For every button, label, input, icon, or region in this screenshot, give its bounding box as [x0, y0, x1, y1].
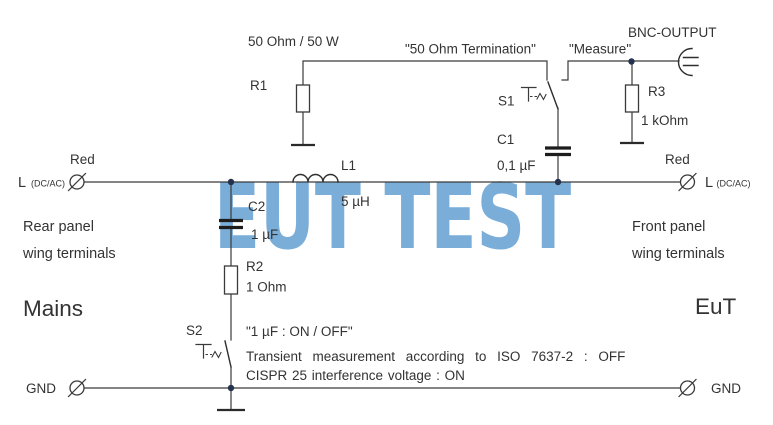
s1-ref-label: S1: [498, 94, 515, 109]
s2-switch-blade: [224, 340, 232, 368]
bnc-output-label: BNC-OUTPUT: [628, 25, 717, 40]
r3-resistor-body: [624, 84, 640, 113]
line-terminal-label-left: L (DC/AC): [18, 174, 65, 191]
front-panel-line2: wing terminals: [631, 246, 725, 262]
s2-actuator-wave: [211, 350, 222, 359]
wire-measure-bus: [561, 60, 680, 81]
terminal-slash: [678, 172, 697, 192]
junction-dot-r3: [628, 58, 635, 65]
c2-ref-label: C2: [248, 199, 265, 214]
s2-actuator-icon: [195, 343, 212, 359]
terminal-line-right-icon: [678, 172, 697, 192]
l1-inductor-body: [292, 173, 339, 183]
c1-value-label: 0,1 µF: [497, 158, 536, 173]
bnc-pins: [682, 56, 699, 67]
transient-note-label: Transient measurement according to ISO 7…: [246, 349, 625, 364]
mains-label: Mains: [23, 296, 83, 321]
rear-panel-line2: wing terminals: [22, 246, 116, 262]
line-terminal-label-right: L (DC/AC): [705, 174, 751, 191]
l1-value-label: 5 µH: [341, 194, 370, 209]
gnd-label-right: GND: [711, 381, 741, 396]
bnc-connector-icon: [677, 47, 699, 77]
junction-dot-c1: [554, 178, 562, 186]
s1-actuator-icon: [520, 86, 537, 102]
junction-dot-gnd: [227, 384, 235, 392]
eut-label: EuT: [695, 294, 737, 319]
s1-actuator-wave: [536, 92, 547, 101]
rear-panel-line1: Rear panel: [23, 219, 94, 235]
terminal-gnd-left-icon: [67, 378, 87, 398]
s1-position-measure-label: "Measure": [569, 42, 631, 57]
terminal-gnd-right-icon: [678, 378, 697, 398]
r1-value-label: 50 Ohm / 50 W: [248, 34, 339, 49]
front-panel-line1: Front panel: [632, 219, 705, 235]
junction-dot-c2: [227, 178, 235, 186]
watermark-text: EUT TEST: [214, 164, 571, 269]
r2-ref-label: R2: [246, 259, 263, 274]
r1-ref-label: R1: [250, 78, 267, 93]
s2-ref-label: S2: [186, 323, 203, 338]
r2-value-label: 1 Ohm: [246, 280, 287, 295]
bnc-arc: [677, 47, 693, 77]
s1-switch-blade: [547, 81, 559, 110]
s1-position-termination-label: "50 Ohm Termination": [405, 42, 536, 57]
terminal-slash: [678, 378, 697, 398]
cispr-note-label: CISPR 25 interference voltage : ON: [246, 368, 465, 383]
l1-ref-label: L1: [341, 158, 356, 173]
terminal-line-left-icon: [67, 172, 87, 192]
terminal-slash: [67, 378, 87, 398]
s2-note-label: "1 µF : ON / OFF": [246, 324, 353, 339]
r2-resistor-body: [223, 265, 239, 295]
red-label-right: Red: [665, 152, 690, 167]
red-label-left: Red: [70, 152, 95, 167]
gnd-label-left: GND: [26, 381, 56, 396]
r3-ref-label: R3: [648, 84, 665, 99]
c2-value-label: 1 µF: [251, 227, 278, 242]
r1-resistor-body: [295, 84, 311, 113]
terminal-slash: [67, 172, 87, 192]
c1-ref-label: C1: [497, 132, 514, 147]
r3-value-label: 1 kOhm: [641, 113, 688, 128]
watermark: EUT TEST: [214, 164, 571, 269]
